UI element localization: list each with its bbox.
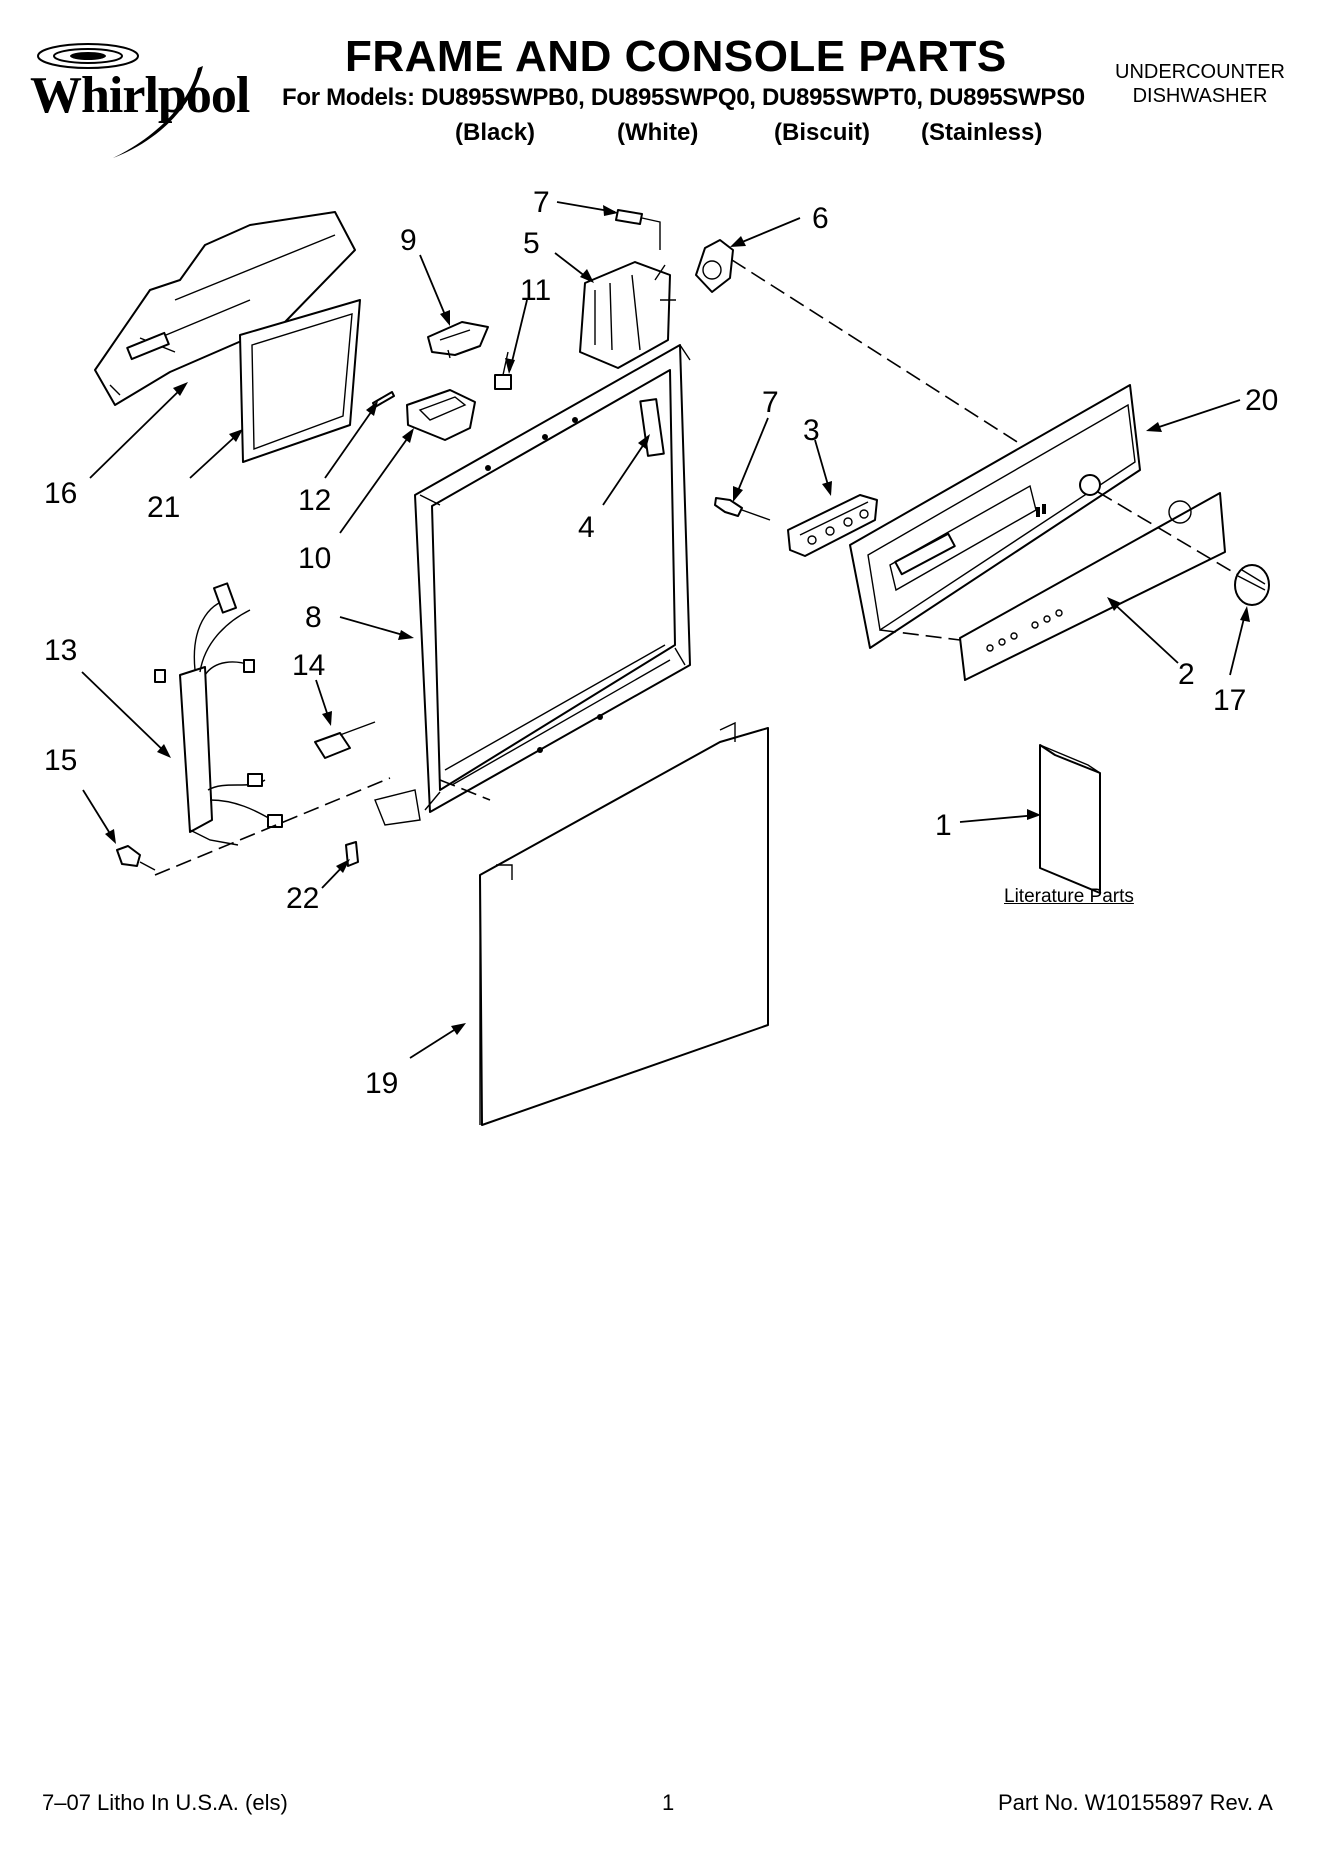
callout-20: 20 — [1245, 384, 1278, 417]
model-list: For Models: DU895SWPB0, DU895SWPQ0, DU89… — [282, 84, 1085, 111]
callout-17: 17 — [1213, 684, 1246, 717]
part-2-overlay — [959, 492, 1226, 681]
alignment-line — [731, 259, 1023, 446]
callout-5: 5 — [523, 227, 540, 260]
callout-6: 6 — [812, 202, 829, 235]
whirlpool-logo: Whirlpool — [18, 36, 263, 161]
callout-1: 1 — [935, 809, 952, 842]
part-16-console-housing — [94, 211, 356, 406]
callout-12: 12 — [298, 484, 331, 517]
color-white: (White) — [617, 119, 699, 146]
callout-13: 13 — [44, 634, 77, 667]
color-black: (Black) — [455, 119, 536, 146]
callout-7-mid: 7 — [762, 386, 779, 419]
callout-19: 19 — [365, 1067, 398, 1100]
callout-2: 2 — [1178, 658, 1195, 691]
alignment-line — [1097, 491, 1239, 576]
part-7-screw-mid — [714, 497, 771, 521]
callout-4: 4 — [578, 511, 595, 544]
product-line-1: UNDERCOUNTER — [1115, 61, 1285, 83]
part-11-switch — [494, 351, 512, 390]
part-10-holder — [406, 389, 476, 441]
part-number: Part No. W10155897 Rev. A — [998, 1790, 1273, 1815]
part-5-latch — [579, 261, 676, 369]
callout-10: 10 — [298, 542, 331, 575]
literature-parts-label: Literature Parts — [1004, 886, 1134, 907]
part-13-wire-harness — [154, 582, 283, 846]
leader-lines — [81, 201, 1250, 1059]
callout-14: 14 — [292, 649, 325, 682]
page-number: 1 — [662, 1790, 675, 1815]
part-7-screw-top — [615, 209, 661, 250]
part-9-bracket — [427, 321, 489, 359]
product-type: UNDERCOUNTER DISHWASHER — [1080, 60, 1320, 108]
color-biscuit: (Biscuit) — [774, 119, 870, 146]
part-8-frame — [374, 344, 691, 826]
part-17-knob — [1234, 564, 1270, 606]
part-14-connector — [314, 721, 376, 759]
callout-3: 3 — [803, 414, 820, 447]
brand-wordmark: Whirlpool — [30, 67, 250, 124]
page-title: FRAME AND CONSOLE PARTS — [345, 32, 1007, 81]
litho-note: 7–07 Litho In U.S.A. (els) — [42, 1790, 288, 1815]
color-stainless: (Stainless) — [921, 119, 1043, 146]
part-1-literature — [1039, 744, 1101, 894]
product-line-2: DISHWASHER — [1132, 85, 1268, 107]
alignment-line — [879, 629, 961, 641]
part-15-screw — [116, 845, 156, 871]
part-20-console-panel — [849, 384, 1141, 649]
part-6-cam — [695, 239, 734, 293]
callout-7-top: 7 — [533, 186, 550, 219]
callout-11: 11 — [520, 274, 551, 307]
callout-16: 16 — [44, 477, 77, 510]
part-3-switch-board — [787, 494, 878, 557]
part-19-door-panel — [479, 721, 769, 1126]
part-21-panel — [239, 299, 361, 463]
swirl-icon — [37, 43, 203, 158]
alignment-line — [439, 779, 491, 801]
callout-21: 21 — [147, 491, 180, 524]
callout-9: 9 — [400, 224, 417, 257]
callout-8: 8 — [305, 601, 322, 634]
callout-15: 15 — [44, 744, 77, 777]
alignment-line — [154, 777, 391, 876]
callout-22: 22 — [286, 882, 319, 915]
